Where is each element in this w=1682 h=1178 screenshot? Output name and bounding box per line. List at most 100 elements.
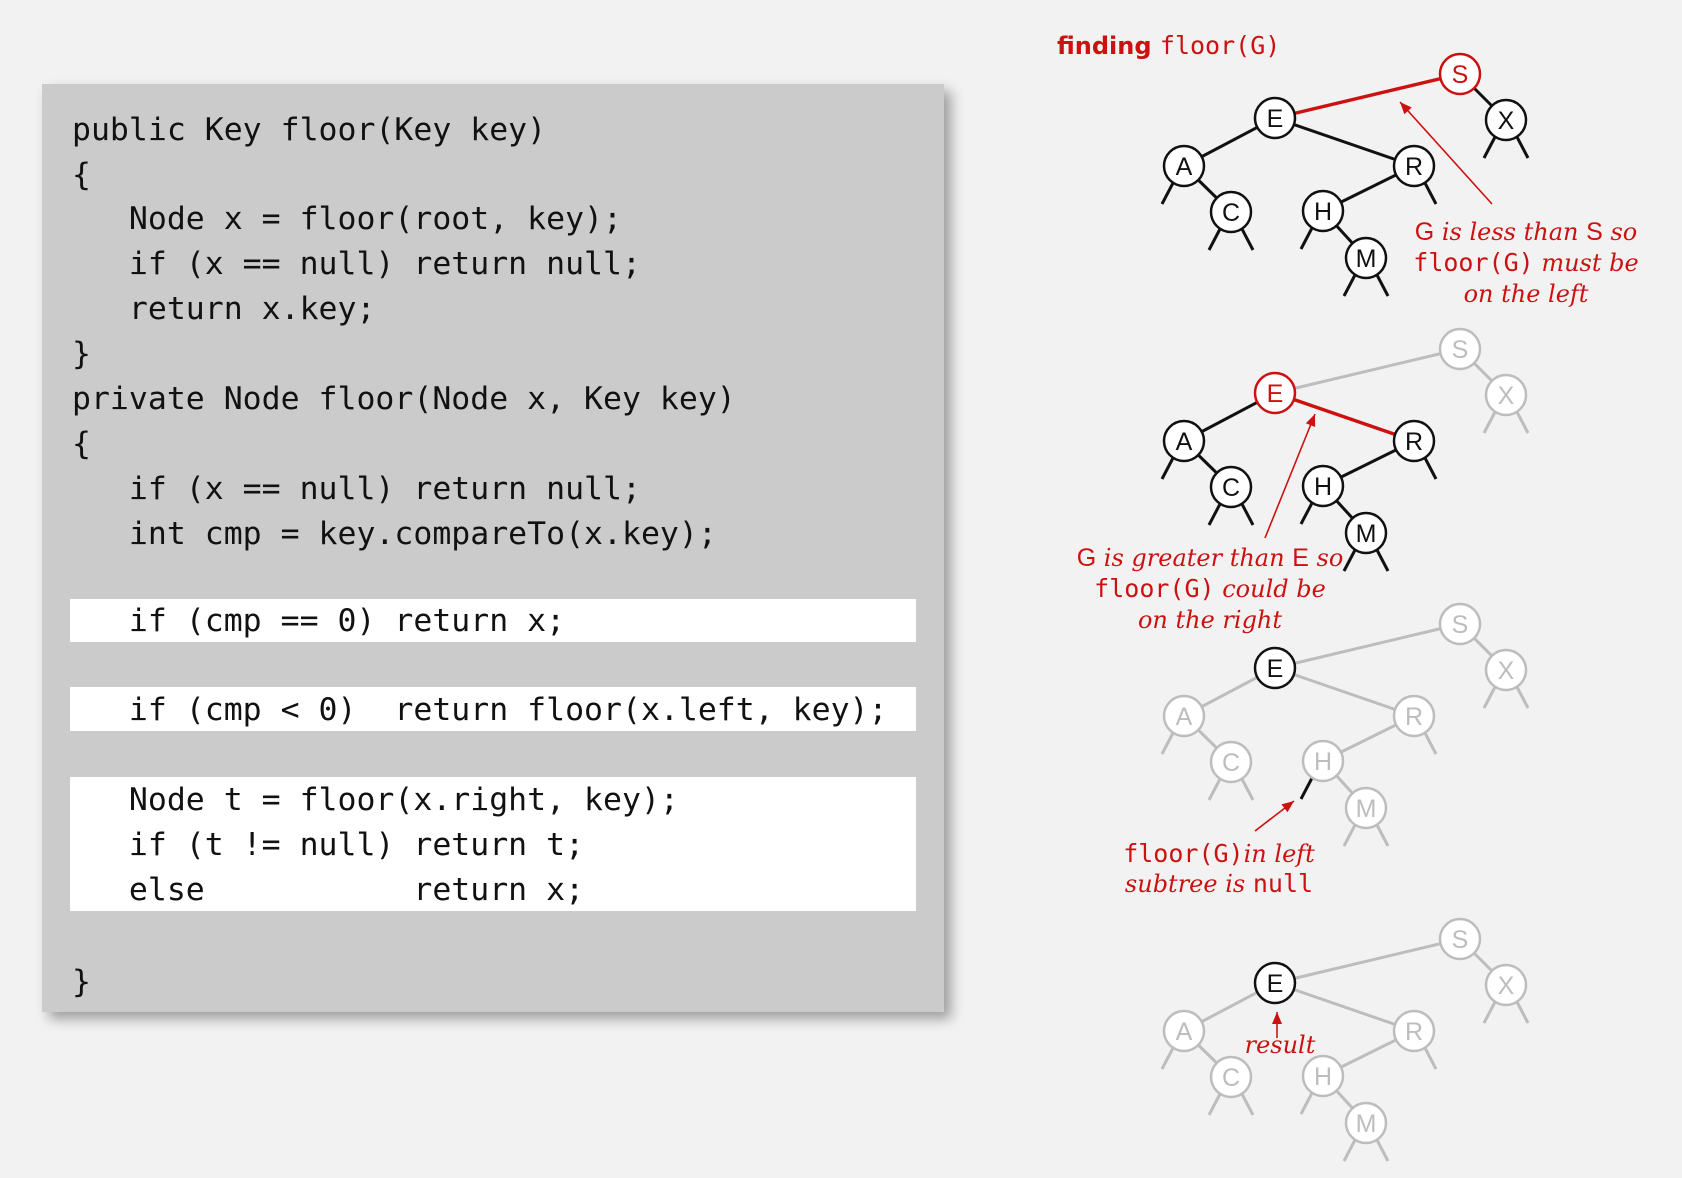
code-line: Node x = floor(root, key);: [72, 201, 622, 237]
annotation-arrow-head: [1281, 801, 1294, 813]
node-key-A: A: [1176, 428, 1193, 456]
annotation-text: floor(G): [1413, 248, 1533, 277]
tree-node: [1301, 189, 1345, 233]
code-line: if (cmp == 0) return x;: [72, 603, 566, 639]
node-key-H: H: [1314, 1063, 1332, 1091]
node-key-R: R: [1405, 1018, 1423, 1046]
node-key-S: S: [1452, 611, 1469, 639]
code-line: int cmp = key.compareTo(x.key);: [72, 516, 717, 552]
tree-node: [1253, 961, 1297, 1005]
null-link: [1240, 1093, 1255, 1116]
tree-edge: [1274, 981, 1415, 1033]
annotation-text: on the left: [1464, 280, 1589, 308]
annotation-text: on the right: [1138, 606, 1282, 634]
null-link: [1375, 824, 1390, 847]
null-link: [1207, 503, 1222, 526]
code-line: private Node floor(Node x, Key key): [72, 381, 736, 417]
null-link: [1240, 503, 1255, 526]
annotation-arrow-head: [1400, 102, 1412, 115]
annotation-arrow-head: [1272, 1012, 1282, 1024]
tree-node: [1162, 694, 1206, 738]
node-key-E: E: [1267, 970, 1284, 998]
annotation-line: floor(G) could be: [1094, 574, 1326, 603]
null-link: [1375, 549, 1390, 572]
null-link: [1240, 228, 1255, 251]
tree-node: [1344, 786, 1388, 830]
highlight-cmp-equal: [70, 599, 916, 642]
tree-node: [1253, 646, 1297, 690]
annotation-arrow: [1399, 101, 1493, 205]
node-key-A: A: [1176, 703, 1193, 731]
tree-node: [1209, 740, 1253, 784]
annotation-text: E: [1292, 544, 1309, 572]
null-link: [1423, 1047, 1438, 1070]
node-key-M: M: [1356, 795, 1377, 823]
annotation-line: floor(G)in left: [1123, 839, 1315, 868]
tree-edge: [1274, 622, 1461, 670]
node-key-M: M: [1356, 520, 1377, 548]
annotation-line: on the left: [1464, 280, 1589, 308]
node-key-X: X: [1498, 657, 1515, 685]
node-key-C: C: [1222, 474, 1240, 502]
node-key-H: H: [1314, 473, 1332, 501]
tree-node: [1484, 648, 1528, 692]
null-link: [1207, 1093, 1222, 1116]
node-key-A: A: [1176, 1018, 1193, 1046]
null-link: [1515, 686, 1530, 709]
tree-edge: [1274, 937, 1461, 985]
annotation-text: floor(G): [1094, 574, 1214, 603]
null-link: [1515, 411, 1530, 434]
node-key-E: E: [1267, 105, 1284, 133]
node-key-R: R: [1405, 703, 1423, 731]
tree-edge: [1274, 347, 1461, 395]
code-line: if (cmp < 0) return floor(x.left, key);: [72, 692, 888, 728]
tree-node: [1392, 419, 1436, 463]
annotation-line: on the right: [1138, 606, 1282, 634]
null-link: [1375, 1139, 1390, 1162]
null-link: [1299, 1092, 1314, 1115]
annotation-line: G is less than S so: [1415, 218, 1637, 246]
code-line: else return x;: [72, 872, 585, 908]
annotation-text: null: [1253, 869, 1313, 898]
tree-node: [1253, 96, 1297, 140]
code-line: if (t != null) return t;: [72, 827, 585, 863]
null-link: [1299, 777, 1314, 800]
tree-node: [1209, 1055, 1253, 1099]
null-link: [1342, 824, 1357, 847]
tree-node: [1209, 465, 1253, 509]
node-key-S: S: [1452, 61, 1469, 89]
node-key-C: C: [1222, 1064, 1240, 1092]
node-key-M: M: [1356, 245, 1377, 273]
tree-edge: [1274, 72, 1461, 120]
null-link: [1160, 732, 1175, 755]
null-link: [1482, 686, 1497, 709]
node-key-C: C: [1222, 749, 1240, 777]
null-link: [1423, 457, 1438, 480]
tree-node: [1484, 373, 1528, 417]
null-link: [1299, 502, 1314, 525]
code-line: return x.key;: [72, 291, 376, 327]
node-key-H: H: [1314, 198, 1332, 226]
annotation-text: must be: [1534, 249, 1639, 277]
diagram-title-code: floor(G): [1160, 31, 1280, 60]
tree-node: [1209, 190, 1253, 234]
tree-edge: [1274, 391, 1415, 443]
annotation-line: G is greater than E so: [1077, 544, 1344, 572]
code-line: if (x == null) return null;: [72, 471, 641, 507]
null-link: [1160, 1047, 1175, 1070]
annotation-line: result: [1245, 1031, 1316, 1059]
node-key-R: R: [1405, 153, 1423, 181]
annotation-text: G: [1077, 544, 1096, 572]
node-key-H: H: [1314, 748, 1332, 776]
node-key-M: M: [1356, 1110, 1377, 1138]
tree-node: [1438, 52, 1482, 96]
tree-node: [1484, 98, 1528, 142]
node-key-X: X: [1498, 382, 1515, 410]
node-key-C: C: [1222, 199, 1240, 227]
annotation-text: so: [1603, 218, 1637, 246]
tree-node: [1344, 511, 1388, 555]
null-link: [1375, 274, 1390, 297]
node-key-R: R: [1405, 428, 1423, 456]
annotation-text: subtree is: [1125, 870, 1253, 898]
